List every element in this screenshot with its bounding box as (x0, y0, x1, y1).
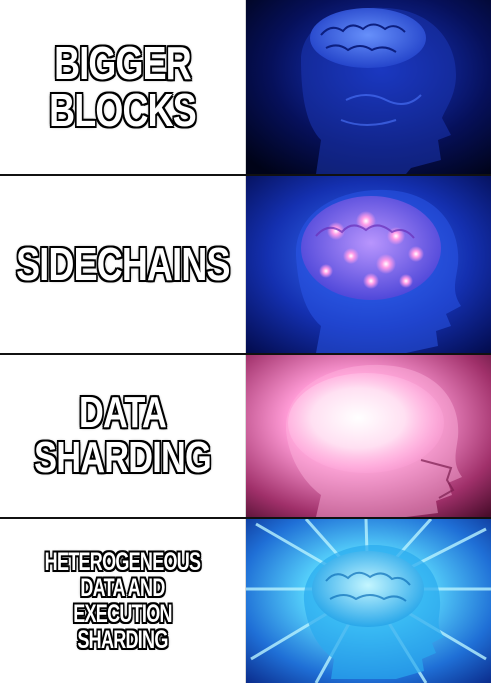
meme-panel-2: SIDECHAINS (0, 176, 491, 353)
column-separator (245, 0, 246, 683)
panel-divider-2 (0, 353, 491, 355)
caption-cell-3: DATA SHARDING (0, 355, 245, 517)
radiant-brain-illustration (246, 355, 491, 517)
brain-image-radiant (246, 355, 491, 517)
brain-image-cosmic (246, 519, 491, 683)
meme-panel-1: BIGGER BLOCKS (0, 0, 491, 174)
caption-cell-1: BIGGER BLOCKS (0, 0, 245, 174)
meme-panel-4: HETEROGENEOUS DATA AND EXECUTION SHARDIN… (0, 519, 491, 683)
glowing-brain-illustration (246, 176, 491, 353)
brain-image-dim (246, 0, 491, 174)
panel-divider-1 (0, 174, 491, 176)
caption-heterogeneous-sharding: HETEROGENEOUS DATA AND EXECUTION SHARDIN… (44, 547, 201, 655)
caption-cell-2: SIDECHAINS (0, 176, 245, 353)
brain-image-glowing (246, 176, 491, 353)
small-brain-illustration (246, 0, 491, 174)
meme-panel-3: DATA SHARDING (0, 355, 491, 517)
cosmic-brain-illustration (246, 519, 491, 683)
caption-cell-4: HETEROGENEOUS DATA AND EXECUTION SHARDIN… (0, 519, 245, 683)
caption-sidechains: SIDECHAINS (15, 238, 230, 291)
caption-data-sharding: DATA SHARDING (34, 388, 212, 482)
caption-bigger-blocks: BIGGER BLOCKS (49, 37, 197, 136)
panel-divider-3 (0, 517, 491, 519)
